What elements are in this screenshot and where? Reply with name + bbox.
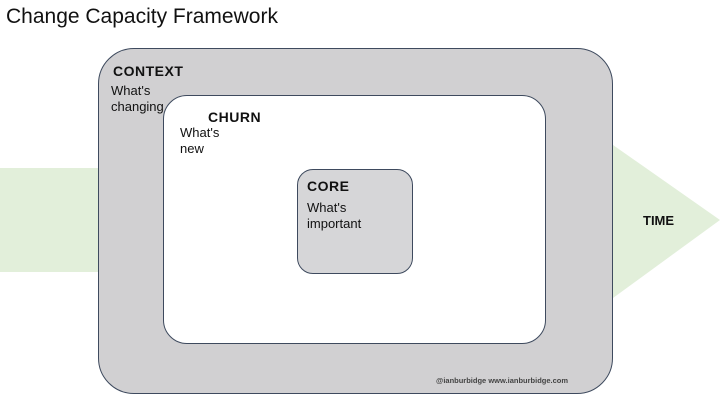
time-label: TIME — [643, 213, 675, 228]
churn-heading: CHURN — [208, 109, 262, 125]
core-desc-line1: What's — [307, 200, 347, 215]
core-heading: CORE — [307, 178, 350, 194]
core-box: CORE What's important — [297, 169, 413, 274]
context-desc: What's changing — [111, 83, 164, 115]
credit-text: @ianburbidge www.ianburbidge.com — [436, 376, 569, 385]
diagram-title: Change Capacity Framework — [6, 5, 278, 28]
core-desc-line2: important — [307, 216, 362, 231]
context-desc-line1: What's — [111, 83, 151, 98]
context-desc-line2: changing — [111, 99, 164, 114]
churn-desc: What's new — [180, 125, 219, 157]
core-desc: What's important — [307, 200, 361, 232]
churn-desc-line1: What's — [180, 125, 220, 140]
churn-desc-line2: new — [180, 141, 204, 156]
context-heading: CONTEXT — [113, 63, 184, 79]
